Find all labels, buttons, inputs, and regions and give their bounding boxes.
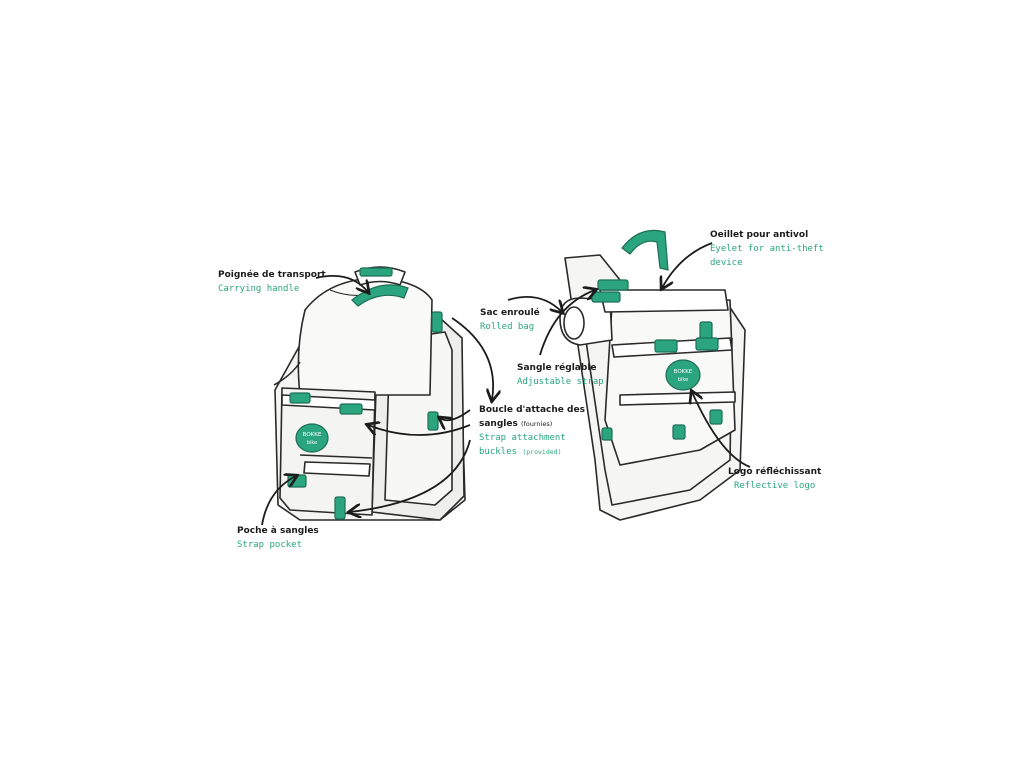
arrow-adjustable-strap bbox=[539, 290, 595, 356]
label-carrying-handle: Poignée de transport Carrying handle bbox=[218, 268, 326, 296]
label-strap-pocket-fr: Poche à sangles bbox=[237, 526, 319, 536]
label-carrying-handle-fr: Poignée de transport bbox=[218, 270, 326, 280]
left-logo-text: BOKKE bbox=[303, 432, 322, 438]
label-rolled-bag-fr: Sac enroulé bbox=[480, 308, 540, 318]
label-adjustable-strap: Sangle réglable Adjustable strap bbox=[517, 361, 604, 389]
label-strap-pocket-en: Strap pocket bbox=[237, 540, 303, 550]
right-bag-accents bbox=[591, 229, 723, 441]
arrow-buckles-1 bbox=[451, 317, 493, 400]
arrow-buckles-4 bbox=[350, 439, 471, 512]
arrow-strap-pocket bbox=[261, 476, 296, 526]
arrow-buckles-2 bbox=[440, 409, 471, 420]
label-strap-pocket: Poche à sangles Strap pocket bbox=[237, 524, 319, 552]
label-reflective-logo: Logo réfléchissant Reflective logo bbox=[728, 465, 821, 493]
arrow-rolled-bag bbox=[507, 296, 562, 312]
label-strap-buckles-fr: Boucle d'attache des bbox=[479, 405, 585, 415]
callout-arrows bbox=[261, 242, 751, 526]
label-eyelet-en: Eyelet for anti-theft bbox=[710, 244, 824, 254]
front-buckle-left bbox=[289, 392, 311, 404]
side-buckle-top bbox=[431, 311, 443, 333]
left-logo-badge bbox=[295, 423, 329, 453]
right-logo-text: BOKKE bbox=[674, 369, 693, 375]
label-rolled-bag-en: Rolled bag bbox=[480, 322, 535, 332]
arrow-eyelet bbox=[662, 242, 713, 288]
top-buckle bbox=[359, 267, 393, 277]
anti-theft-eyelet-handle bbox=[621, 229, 669, 271]
label-strap-buckles-en: Strap attachment bbox=[479, 433, 566, 443]
front-buckle-right bbox=[339, 403, 363, 415]
label-adjustable-strap-fr: Sangle réglable bbox=[517, 363, 597, 373]
bottom-strap-buckle bbox=[334, 496, 346, 520]
svg-text:bike: bike bbox=[307, 440, 317, 446]
label-eyelet-fr: Oeillet pour antivol bbox=[710, 230, 809, 240]
left-bag-rolltop bbox=[297, 277, 433, 396]
side-buckle-mid bbox=[427, 411, 439, 431]
arrow-carrying-handle bbox=[315, 274, 368, 292]
label-rolled-bag: Sac enroulé Rolled bag bbox=[480, 306, 540, 334]
label-carrying-handle-en: Carrying handle bbox=[218, 284, 300, 294]
arrow-buckles-3 bbox=[368, 425, 471, 436]
label-reflective-logo-fr: Logo réfléchissant bbox=[728, 467, 822, 477]
svg-text:bike: bike bbox=[678, 377, 688, 383]
label-adjustable-strap-en: Adjustable strap bbox=[517, 377, 604, 387]
label-eyelet: Oeillet pour antivol Eyelet for anti-the… bbox=[710, 230, 824, 268]
arrow-reflective-logo bbox=[692, 392, 751, 468]
label-reflective-logo-en: Reflective logo bbox=[734, 481, 816, 491]
pocket-strap-buckle bbox=[287, 474, 307, 488]
label-strap-buckles: Boucle d'attache des sangles (fournies) … bbox=[479, 405, 585, 457]
right-logo-badge bbox=[665, 359, 701, 391]
